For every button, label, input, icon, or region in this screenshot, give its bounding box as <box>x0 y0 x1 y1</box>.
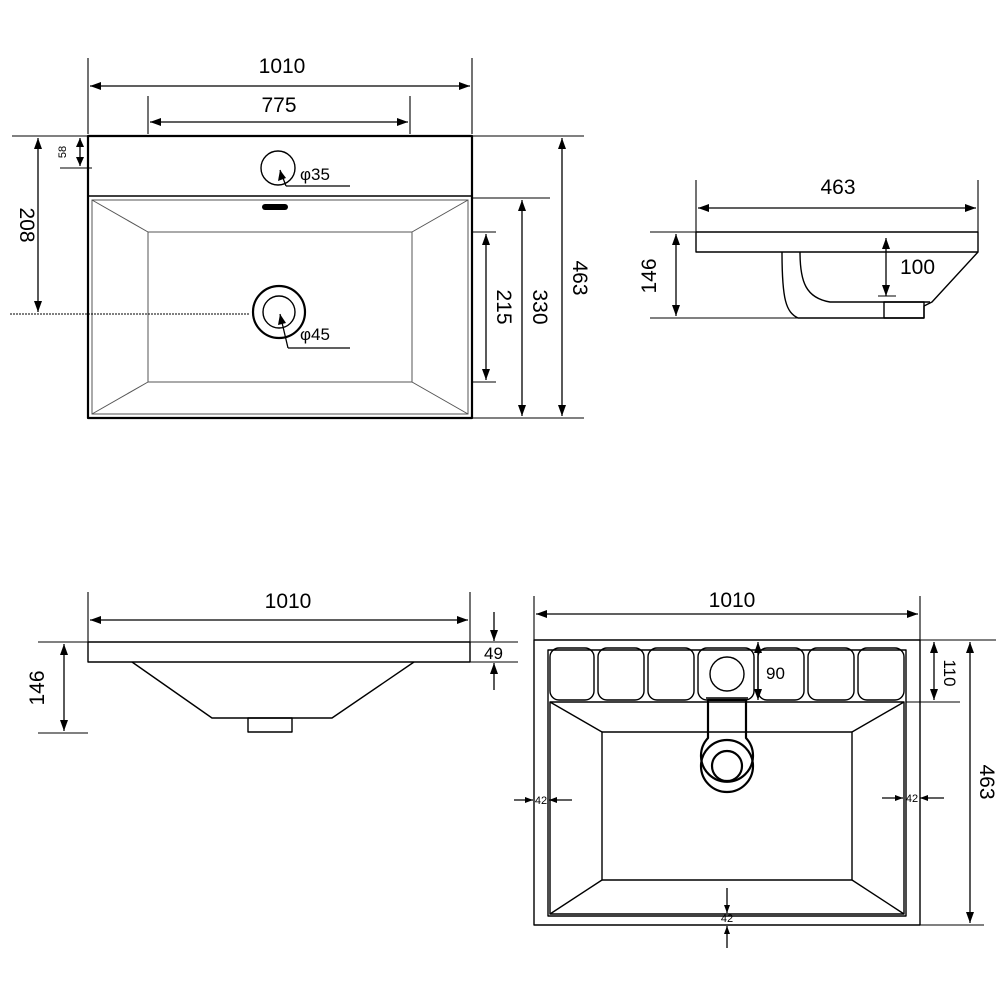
plan-left-wall-label: 42 <box>535 795 547 807</box>
side-view: 463 146 100 <box>638 176 979 319</box>
plan-rear-deck-depth-label: 110 <box>940 659 959 686</box>
front-view-drain <box>247 717 293 733</box>
side-view-body <box>781 251 979 319</box>
tap-hole-diameter-label: φ35 <box>300 165 330 184</box>
tap-hole <box>260 150 296 186</box>
top-overall-width-label: 1010 <box>259 55 306 78</box>
plan-tap-hole-offset-label: 90 <box>766 664 785 683</box>
front-height-label: 146 <box>26 670 49 705</box>
top-view: 1010 775 58 208 φ35 φ45 <box>10 55 591 420</box>
drain-diameter-label: φ45 <box>300 325 330 344</box>
bowl-floor <box>147 231 413 383</box>
top-overall-depth-label: 463 <box>568 260 591 295</box>
plan-bowl-floor <box>601 731 853 881</box>
plan-drain-inner <box>710 749 744 783</box>
plan-overall-width-label: 1010 <box>709 589 756 612</box>
overflow-slot <box>262 204 288 210</box>
bowl-depth-label: 215 <box>492 289 515 324</box>
plan-view-outline <box>533 639 921 926</box>
front-view-body <box>131 661 415 719</box>
bowl-length-label: 330 <box>528 289 551 324</box>
side-height-label: 146 <box>638 258 661 293</box>
top-view-outline <box>86 134 474 420</box>
plan-tap-hole <box>709 656 745 692</box>
plan-view: 1010 90 110 463 42 42 <box>514 589 998 948</box>
front-view-rim <box>87 641 471 663</box>
drain-outer <box>251 284 307 340</box>
side-overall-depth-label: 463 <box>820 176 855 199</box>
side-view-rim <box>695 231 979 253</box>
plan-front-wall-label: 42 <box>721 913 733 925</box>
front-overall-width-label: 1010 <box>265 590 312 613</box>
plan-right-wall-label: 42 <box>906 793 918 805</box>
drain-inner <box>262 295 296 329</box>
tap-zone-width-label: 775 <box>261 94 296 117</box>
front-view: 1010 146 49 <box>26 590 518 734</box>
plan-bowl-rim <box>549 701 905 915</box>
drain-offset-label: 208 <box>15 207 38 242</box>
front-rim-thickness-label: 49 <box>484 644 503 663</box>
tap-hole-offset-label: 58 <box>57 146 69 158</box>
side-basin-depth-label: 100 <box>900 256 935 279</box>
plan-drain-outer <box>699 738 755 794</box>
plan-overall-depth-label: 463 <box>975 764 998 799</box>
